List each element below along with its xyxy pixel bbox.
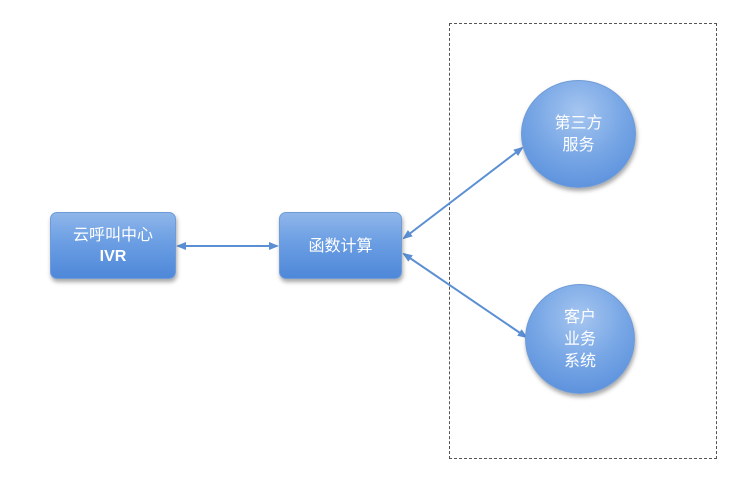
customer-system-label-line2: 业务 xyxy=(563,329,596,348)
function-compute-node: 函数计算 xyxy=(279,212,402,279)
cloud-ivr-label-line2: IVR xyxy=(99,247,127,265)
third-party-service-node: 第三方 服务 xyxy=(521,80,636,188)
cloud-call-center-ivr-node: 云呼叫中心 IVR xyxy=(50,212,176,279)
arrow-func-third-party xyxy=(402,146,524,240)
cloud-ivr-label-line1: 云呼叫中心 xyxy=(72,224,153,244)
third-party-label-line1: 第三方 xyxy=(554,113,603,132)
third-party-label-line2: 服务 xyxy=(562,135,595,154)
arrow-func-customer-system xyxy=(402,252,528,339)
function-compute-label: 函数计算 xyxy=(308,235,373,255)
external-systems-boundary xyxy=(449,23,717,459)
customer-business-system-node: 客户 业务 系统 xyxy=(525,284,635,394)
customer-system-label-line1: 客户 xyxy=(563,307,596,326)
customer-system-label-line3: 系统 xyxy=(563,351,596,370)
